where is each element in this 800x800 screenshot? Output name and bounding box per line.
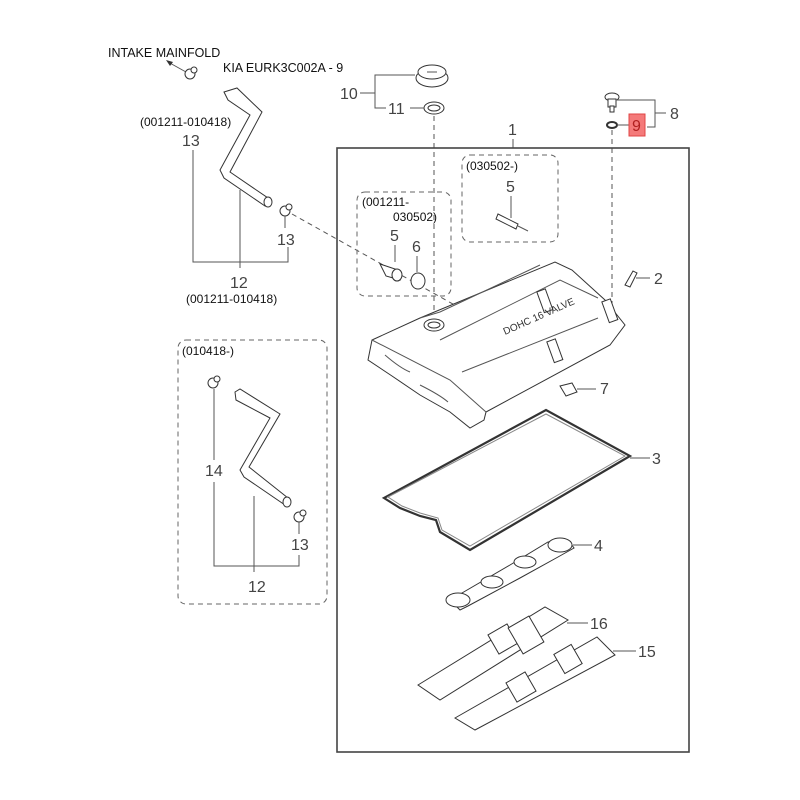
oil-filler-cap[interactable] [415,64,449,88]
callout-15[interactable]: 15 [638,644,656,661]
assembly-line-13 [291,213,461,309]
ignition-cover-16[interactable] [417,606,569,701]
leader-10 [360,74,415,94]
highlight-box-9[interactable] [628,113,646,137]
cylinder-head-cover[interactable]: DOHC 16 VALVE [367,261,626,429]
callout-13a[interactable]: 13 [182,133,200,150]
callout-12a[interactable]: 12 [230,275,248,292]
hose-fitting-2[interactable] [624,270,638,288]
grommet-6[interactable] [410,272,426,290]
washer-9[interactable] [606,121,618,129]
callout-8[interactable]: 8 [670,106,679,123]
ignition-cover-15[interactable] [454,636,616,731]
callout-9[interactable]: 9 [632,118,641,135]
clamp-13-new[interactable] [293,509,307,523]
spark-plug-gasket-4[interactable] [445,537,575,611]
callout-12b[interactable]: 12 [248,579,266,596]
clamp-14[interactable] [207,375,221,389]
date-range-breather-new: (030502-) [466,159,518,173]
date-range-breather-old-1: (001211- [362,195,409,209]
callout-10[interactable]: 10 [340,86,358,103]
callout-13c[interactable]: 13 [291,537,309,554]
callout-13b[interactable]: 13 [277,232,295,249]
callout-3[interactable]: 3 [652,451,661,468]
callout-14[interactable]: 14 [205,463,223,480]
pcv-valve-new[interactable] [495,213,529,232]
date-range-hose-top: (001211-010418) [140,115,231,129]
date-range-hose-new: (010418-) [182,344,234,358]
callout-6[interactable]: 6 [412,239,421,256]
hose-12-old[interactable] [219,87,269,207]
box-hose-new [177,339,328,605]
callout-11[interactable]: 11 [388,101,405,118]
callout-16[interactable]: 16 [590,616,608,633]
callout-1[interactable]: 1 [508,122,517,139]
arrow-head-icon [166,60,173,66]
callout-5b[interactable]: 5 [506,179,515,196]
box-breather-new [461,154,559,243]
pcv-valve-old[interactable] [379,263,403,282]
intake-manifold-label: INTAKE MAINFOLD [108,46,220,60]
callout-7[interactable]: 7 [600,381,609,398]
bolt-8[interactable] [604,92,620,113]
clamp-13-right[interactable] [279,203,293,217]
cover-gasket-3[interactable] [381,408,633,552]
date-range-hose-bottom: (001211-010418) [186,292,277,306]
date-range-breather-old-2: 030502) [393,210,437,224]
callout-5a[interactable]: 5 [390,228,399,245]
assembly-frame [336,147,690,753]
clip-7[interactable] [559,382,578,397]
box-breather-old [356,191,452,297]
hose-12-new[interactable] [234,388,289,506]
diagram-code: KIA EURK3C002A - 9 [223,61,343,75]
callout-2[interactable]: 2 [654,271,663,288]
callout-4[interactable]: 4 [594,538,603,555]
clamp-13-top[interactable] [184,66,198,80]
